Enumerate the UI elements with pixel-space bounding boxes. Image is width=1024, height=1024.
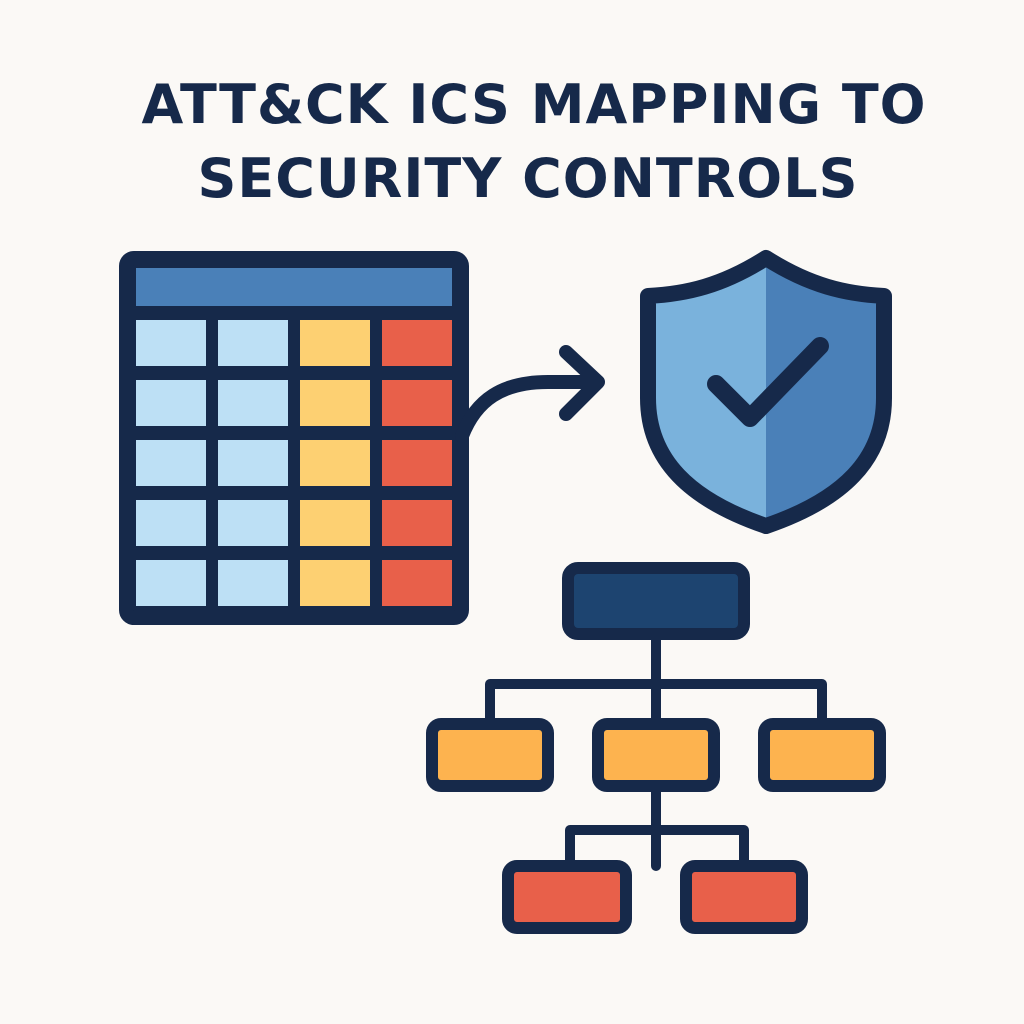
table-matrix-icon: [119, 251, 469, 625]
table-cell-red: [382, 560, 452, 606]
curved-arrow-icon: [455, 345, 605, 443]
shield-outline: [640, 250, 892, 534]
table-cell-blue: [218, 440, 288, 486]
hierarchy-tree-icon: [426, 562, 886, 934]
arrow-head: [559, 345, 605, 421]
table-cell-blue: [136, 380, 206, 426]
table-cell-blue: [218, 500, 288, 546]
table-cell-red: [382, 440, 452, 486]
tree-mid-node-left: [426, 718, 554, 792]
arrow-shaft: [455, 375, 603, 443]
shield-left-half: [648, 258, 766, 526]
table-cell-blue: [218, 320, 288, 366]
table-cell-blue: [136, 320, 206, 366]
tree-leaf-node-left: [502, 860, 632, 934]
tree-connectors: [485, 629, 827, 871]
tree-mid-node-right: [758, 718, 886, 792]
title-line-2: SECURITY CONTROLS: [197, 147, 859, 210]
tree-leaf-node-right: [680, 860, 808, 934]
tree-mid-node-center: [592, 718, 720, 792]
table-cell-yellow: [300, 500, 370, 546]
table-cell-blue: [136, 440, 206, 486]
table-cell-blue: [136, 500, 206, 546]
table-header: [136, 268, 452, 306]
page-title: ATT&CK ICS MAPPING TO SECURITY CONTROLS: [0, 68, 1024, 216]
check-mark-icon: [707, 337, 829, 427]
table-cell-red: [382, 500, 452, 546]
shield-check-icon: [640, 250, 892, 534]
tree-root-node: [562, 562, 750, 640]
table-cell-blue: [218, 380, 288, 426]
table-cell-blue: [218, 560, 288, 606]
table-cells: [136, 320, 452, 606]
table-cell-red: [382, 380, 452, 426]
table-cell-red: [382, 320, 452, 366]
table-cell-yellow: [300, 560, 370, 606]
title-line-1: ATT&CK ICS MAPPING TO: [141, 73, 927, 136]
table-cell-blue: [136, 560, 206, 606]
table-cell-yellow: [300, 380, 370, 426]
shield-right-half: [766, 258, 884, 526]
table-cell-yellow: [300, 440, 370, 486]
table-cell-yellow: [300, 320, 370, 366]
